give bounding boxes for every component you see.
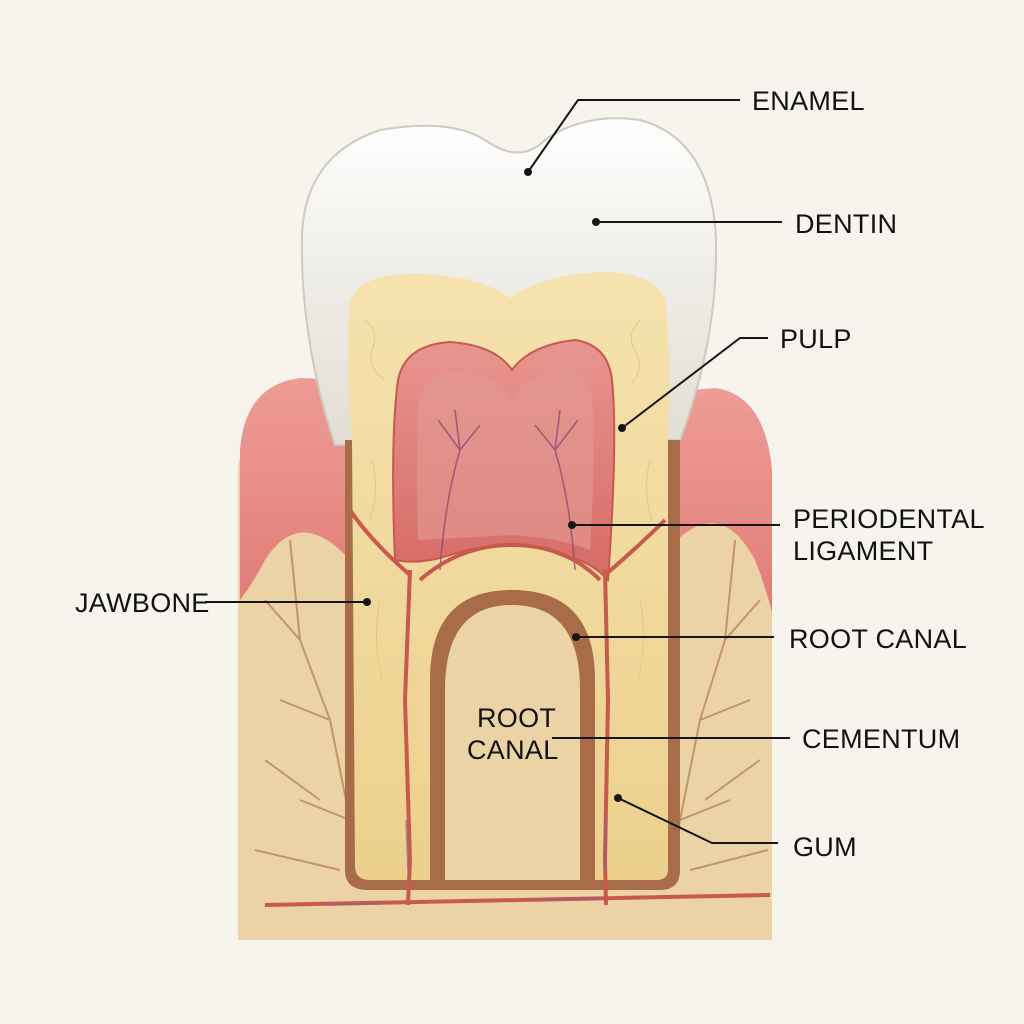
label-root-canal-inner-line1: ROOT — [477, 703, 556, 733]
labels: ENAMEL DENTIN PULP PERIODENTAL LIGAMENT … — [75, 86, 985, 862]
gum-tissue-left — [240, 378, 350, 600]
leader-pulp — [621, 337, 768, 429]
label-periodontal-line2: LIGAMENT — [793, 536, 933, 566]
pulp-vessels — [437, 409, 579, 571]
label-periodontal-line1: PERIODENTAL — [793, 504, 985, 534]
label-enamel: ENAMEL — [752, 86, 865, 116]
label-dentin: DENTIN — [795, 209, 897, 239]
root-canal-vessel-highlights — [329, 819, 607, 906]
inter-root-bone — [445, 605, 580, 880]
label-root-canal-inner-line2: CANAL — [467, 735, 559, 765]
dentin-texture — [364, 319, 653, 681]
root-canal-vessels — [264, 508, 771, 907]
label-cementum: CEMENTUM — [802, 724, 960, 754]
label-pulp: PULP — [780, 324, 852, 354]
label-gum: GUM — [793, 832, 857, 862]
label-root-canal-right: ROOT CANAL — [789, 624, 967, 654]
label-jawbone: JAWBONE — [75, 588, 210, 618]
leader-lines — [205, 99, 790, 844]
leader-enamel — [527, 99, 740, 173]
gum-tissue-right — [670, 388, 772, 612]
leader-gum — [617, 797, 778, 844]
pulp-inner — [416, 370, 594, 550]
